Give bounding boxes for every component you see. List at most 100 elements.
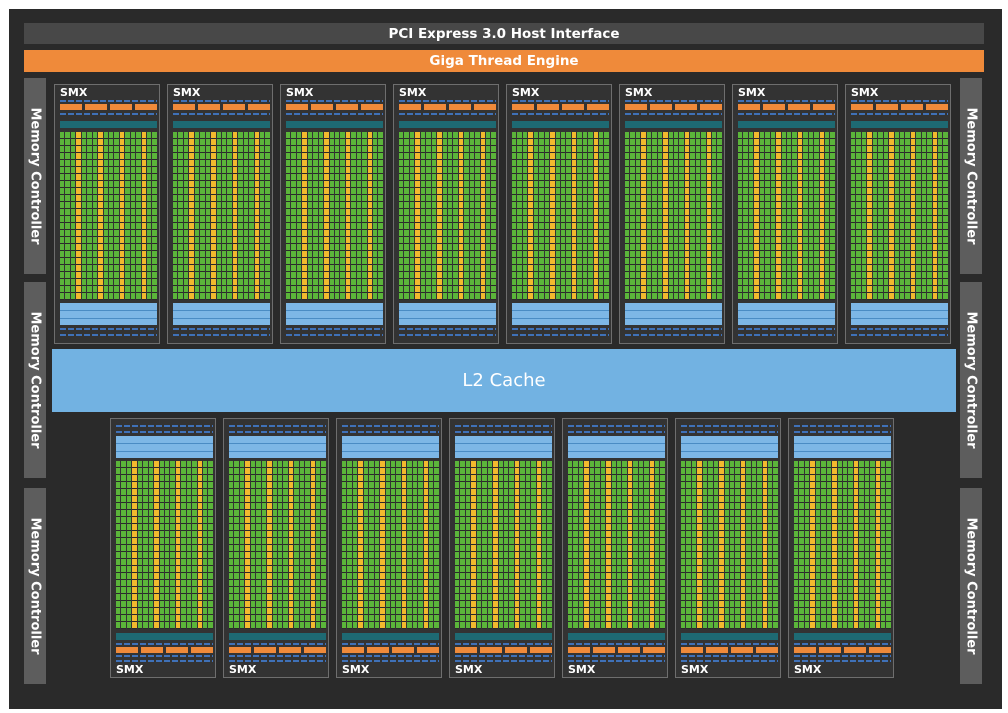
smx-bottom-3: SMX <box>336 418 442 678</box>
core-column <box>143 461 148 629</box>
memory-controller-label: Memory Controller <box>27 311 43 449</box>
load-store-row <box>286 334 383 336</box>
shared-memory-block <box>342 436 439 458</box>
load-store-row <box>455 431 552 433</box>
core-column <box>250 461 256 629</box>
core-column <box>221 132 227 300</box>
core-column <box>582 132 588 300</box>
load-store-row <box>116 643 213 645</box>
load-store-row <box>794 655 891 657</box>
instruction-cache <box>455 633 552 640</box>
instruction-cache <box>399 121 496 128</box>
cache-divider <box>625 310 722 311</box>
special-unit-column <box>593 132 598 300</box>
smx-internals <box>116 419 213 679</box>
dispatch-unit <box>85 104 107 110</box>
core-column <box>249 132 254 300</box>
core-column <box>517 132 522 300</box>
core-column <box>227 132 232 300</box>
core-column <box>92 132 98 300</box>
load-store-row <box>568 660 665 662</box>
core-column <box>60 132 65 300</box>
cache-divider <box>286 310 383 311</box>
dispatch-unit <box>417 647 439 653</box>
load-store-row <box>229 425 326 427</box>
core-column <box>622 461 627 629</box>
core-column <box>369 461 374 629</box>
load-store-row <box>455 655 552 657</box>
core-column <box>205 132 211 300</box>
core-column <box>635 132 641 300</box>
instruction-cache <box>625 121 722 128</box>
dispatch-unit <box>336 104 358 110</box>
load-store-row <box>286 328 383 330</box>
core-column <box>655 461 660 629</box>
dispatch-unit <box>60 104 82 110</box>
load-store-row <box>399 113 496 115</box>
core-column <box>560 132 566 300</box>
special-unit-column <box>358 461 363 629</box>
special-unit-column <box>232 132 238 300</box>
dispatch-unit <box>788 104 810 110</box>
core-column <box>712 132 717 300</box>
warp-scheduler-row <box>116 647 213 653</box>
core-column <box>429 461 434 629</box>
smx-label: SMX <box>116 663 144 676</box>
shared-memory-block <box>455 436 552 458</box>
core-column <box>883 132 889 300</box>
core-column <box>460 461 465 629</box>
special-unit-column <box>889 132 894 300</box>
core-column <box>192 461 197 629</box>
dispatch-unit <box>562 104 584 110</box>
core-column <box>851 132 856 300</box>
instruction-cache <box>342 633 439 640</box>
load-store-row <box>512 328 609 330</box>
core-column <box>434 461 439 629</box>
instruction-cache <box>681 633 778 640</box>
load-store-row <box>681 655 778 657</box>
core-column <box>356 132 362 300</box>
load-store-row <box>681 660 778 662</box>
core-column <box>555 132 560 300</box>
load-store-row <box>229 655 326 657</box>
cache-divider <box>681 451 778 452</box>
core-column <box>265 132 270 300</box>
special-unit-column <box>528 132 533 300</box>
cache-divider <box>455 443 552 444</box>
core-column <box>837 461 842 629</box>
core-column <box>746 461 751 629</box>
cache-divider <box>342 451 439 452</box>
dispatch-unit <box>537 104 559 110</box>
core-column <box>616 461 622 629</box>
core-column <box>362 132 367 300</box>
special-unit-column <box>141 132 146 300</box>
core-column <box>821 461 826 629</box>
core-column <box>260 132 265 300</box>
cache-divider <box>229 451 326 452</box>
dispatch-unit <box>926 104 948 110</box>
core-column <box>657 132 663 300</box>
core-column <box>938 132 943 300</box>
dispatch-unit <box>819 647 841 653</box>
load-store-row <box>738 334 835 336</box>
core-column <box>870 461 875 629</box>
warp-scheduler-row <box>794 647 891 653</box>
load-store-row <box>625 334 722 336</box>
load-store-row <box>342 660 439 662</box>
core-column <box>765 132 770 300</box>
core-column <box>385 461 390 629</box>
special-unit-column <box>684 132 690 300</box>
load-store-row <box>342 431 439 433</box>
warp-scheduler-row <box>229 647 326 653</box>
dispatch-unit <box>587 104 609 110</box>
core-column <box>277 461 283 629</box>
core-column <box>482 461 487 629</box>
special-unit-column <box>514 461 520 629</box>
cache-divider <box>399 310 496 311</box>
core-column <box>743 132 748 300</box>
load-store-row <box>229 643 326 645</box>
core-column <box>600 461 606 629</box>
pcie-host-interface: PCI Express 3.0 Host Interface <box>24 23 984 44</box>
core-column <box>305 461 310 629</box>
core-column <box>243 132 249 300</box>
